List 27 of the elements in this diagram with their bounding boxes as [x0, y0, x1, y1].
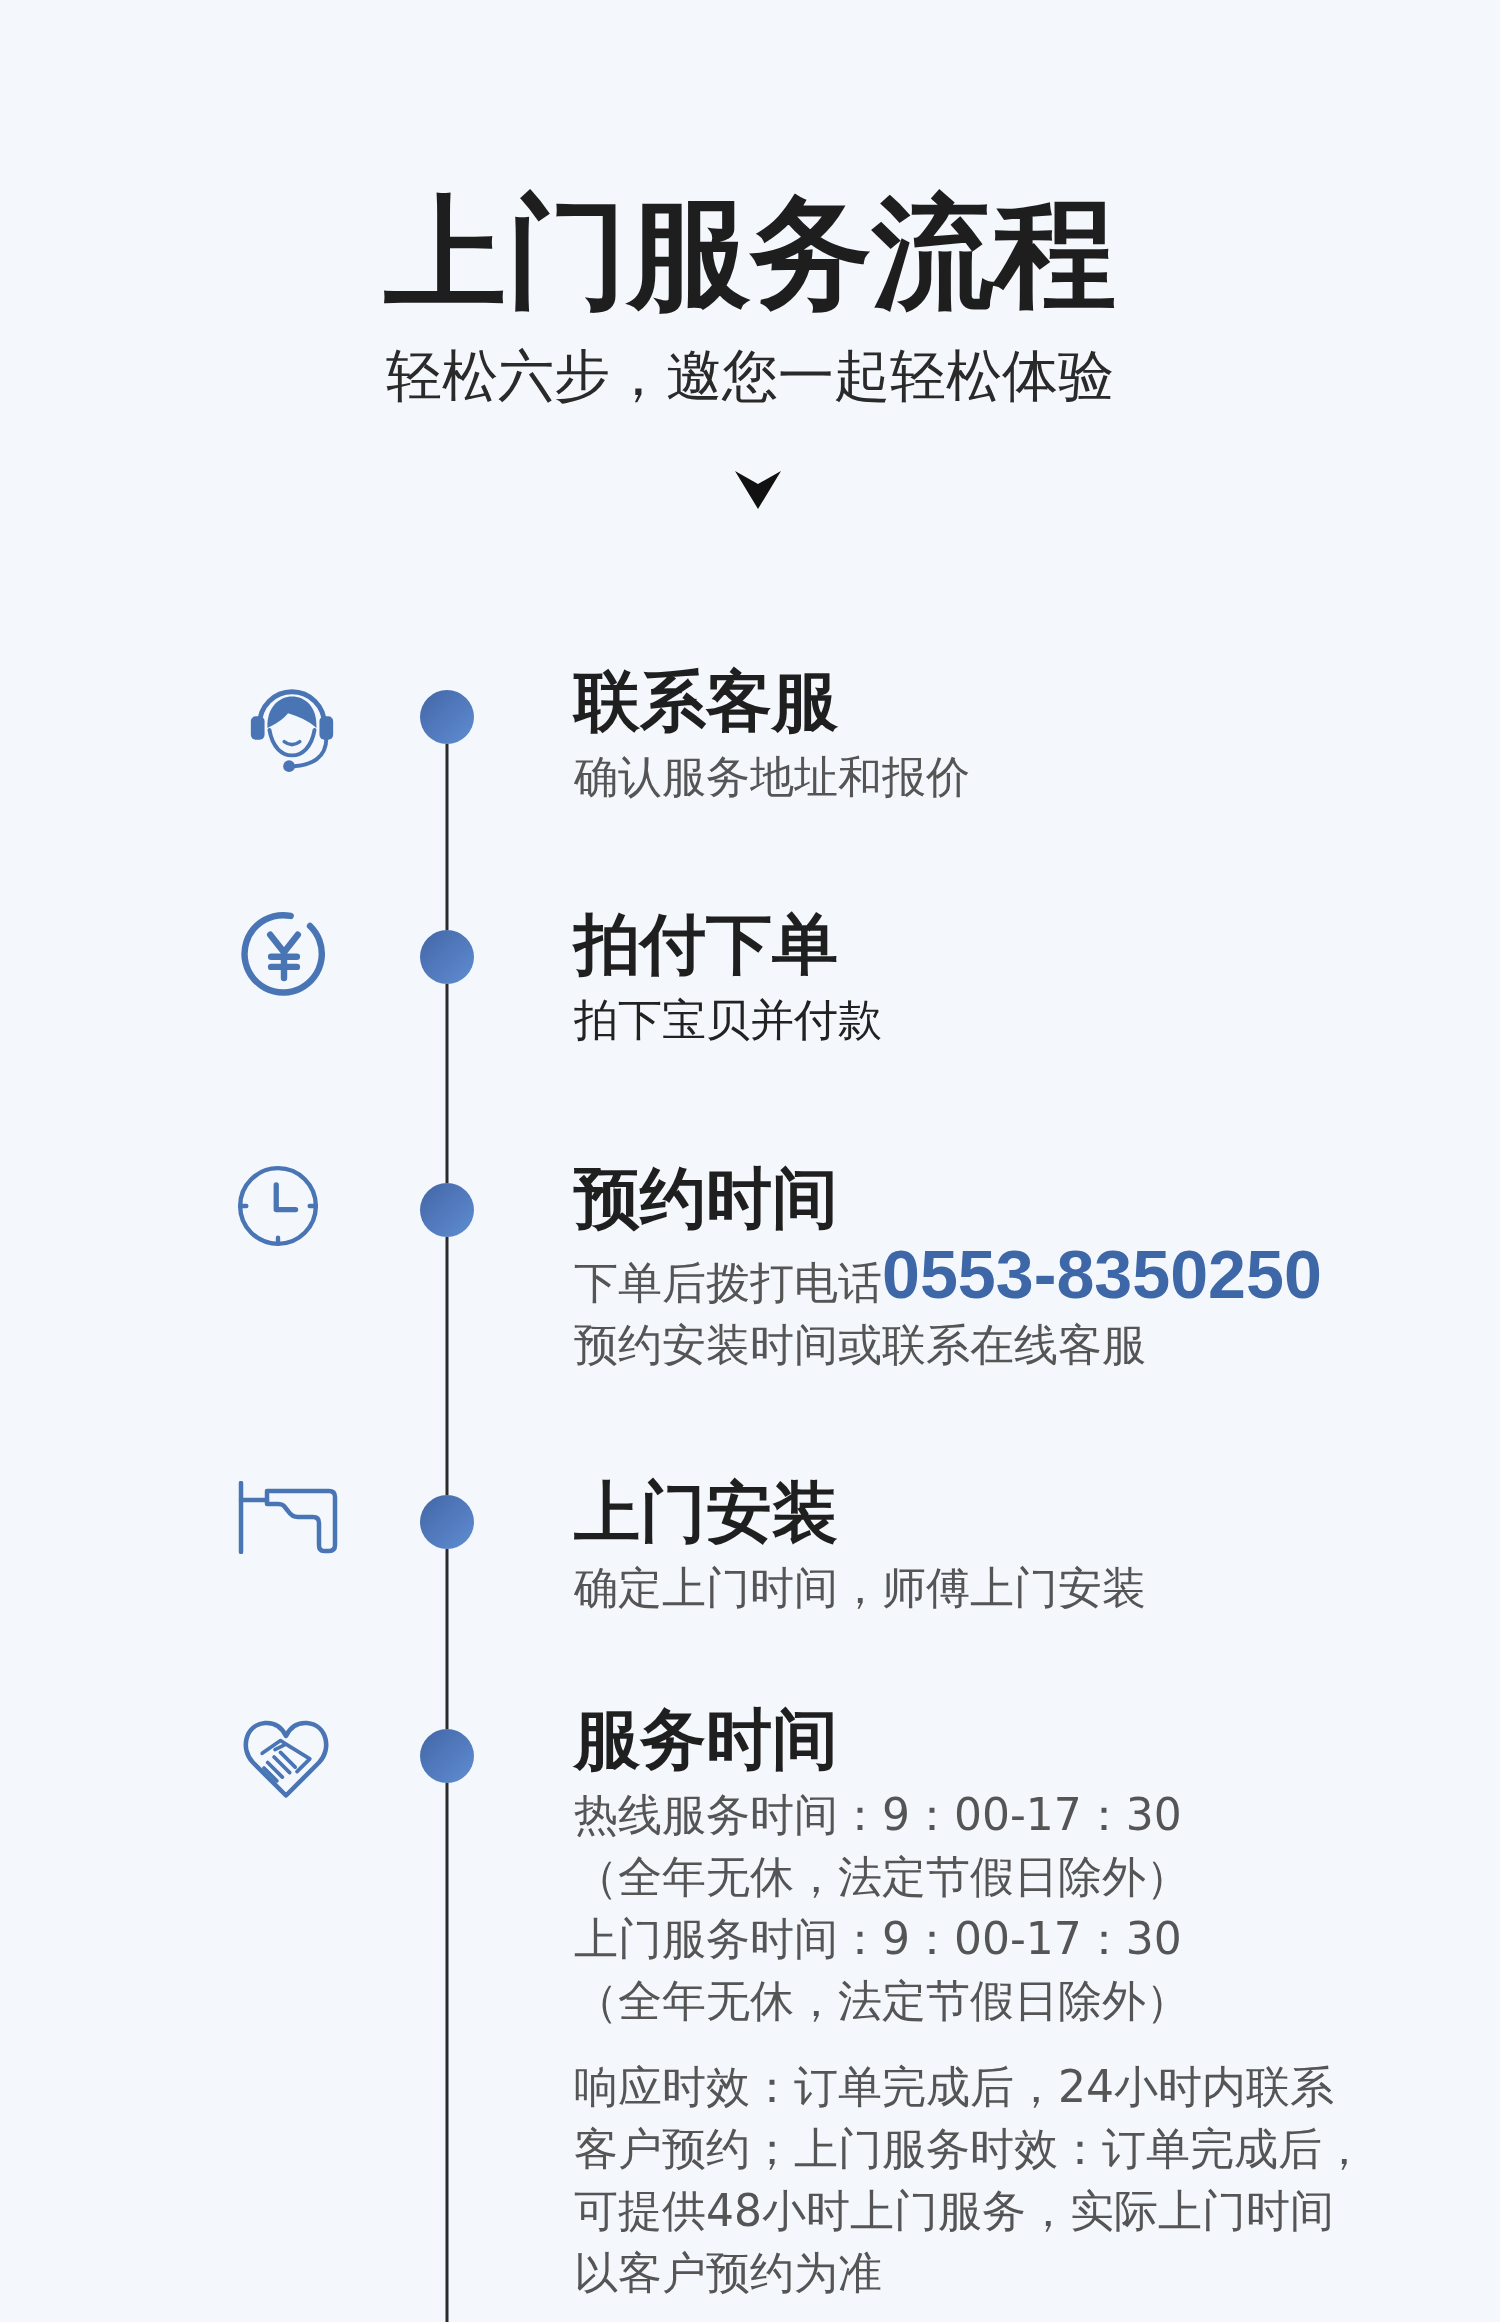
timeline-line [445, 744, 449, 930]
timeline-dot [420, 1495, 474, 1549]
subtitle: 轻松六步，邀您一起轻松体验 [385, 342, 1115, 410]
step-description: 响应时效：订单完成后，24小时内联系客户预约；上门服务时效：订单完成后，可提供48小时上门服务，实际上门时间以客户预约为准 [574, 2060, 1367, 2300]
step-description: （全年无休，法定节假日除外） [574, 1974, 1191, 2028]
step-title: 拍付下单 [574, 905, 838, 985]
step-description: 确认服务地址和报价 [574, 750, 971, 804]
step-description: 拍下宝贝并付款 [574, 993, 883, 1047]
step-description: （全年无休，法定节假日除外） [574, 1850, 1191, 1904]
timeline-line [445, 1783, 449, 2322]
timeline-dot [420, 690, 474, 744]
timeline-line [445, 984, 449, 1183]
timeline-line [445, 1549, 449, 1729]
step-title: 上门安装 [574, 1473, 838, 1553]
timeline-dot [420, 1183, 474, 1237]
timeline-dot [420, 930, 474, 984]
timeline-line [445, 1237, 449, 1495]
step-description: 预约安装时间或联系在线客服 [574, 1318, 1147, 1372]
step-description: 下单后拨打电话0553-8350250 [574, 1243, 1323, 1314]
step-description: 确定上门时间，师傅上门安装 [574, 1561, 1147, 1615]
step-description: 热线服务时间：9：00-17：30 [574, 1788, 1183, 1842]
step-title: 联系客服 [574, 662, 838, 742]
step-title: 预约时间 [574, 1159, 838, 1239]
page-title: 上门服务流程 [383, 181, 1117, 326]
timeline-dot [420, 1729, 474, 1783]
step-description: 上门服务时间：9：00-17：30 [574, 1912, 1183, 1966]
step-title: 服务时间 [574, 1700, 838, 1780]
